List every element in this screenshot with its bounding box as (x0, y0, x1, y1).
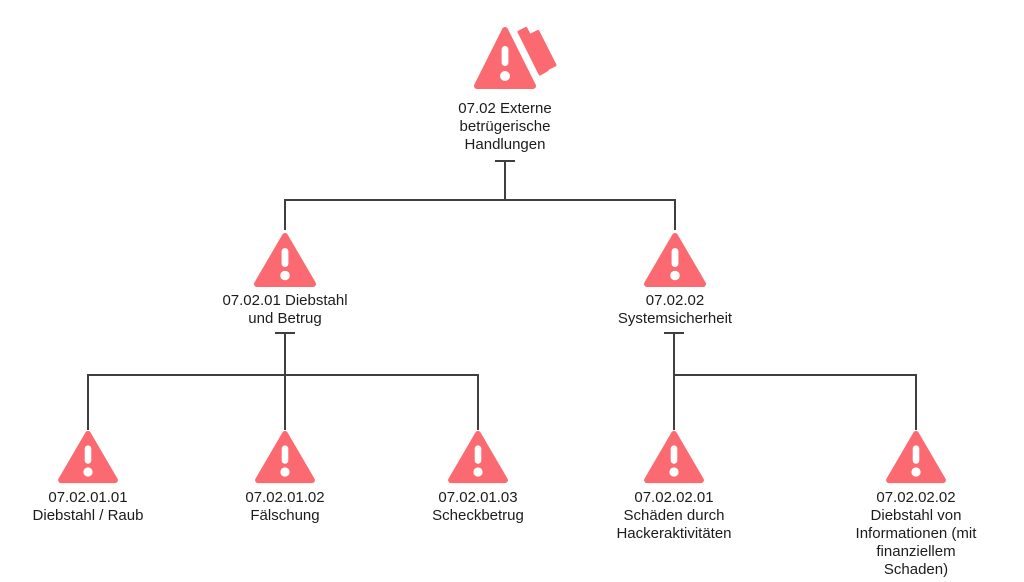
warning-triangle-icon (58, 430, 118, 484)
node-label: 07.02.01 Diebstahl und Betrug (222, 292, 348, 327)
warning-triangle-icon (644, 233, 706, 287)
connector-drop-07-02-02-02 (915, 374, 917, 430)
connector-drop-07-02-01-01 (87, 374, 89, 430)
warning-triangle-stack-icon (474, 27, 557, 89)
warning-triangle-icon (644, 430, 704, 484)
warning-triangle-icon (448, 430, 508, 484)
node-label: 07.02.01.01 Diebstahl / Raub (32, 489, 144, 524)
connector-drop-07-02-01 (284, 199, 286, 230)
node-label: 07.02 Externe betrügerische Handlungen (458, 100, 552, 153)
node-label: 07.02.01.02 Fälschung (245, 489, 325, 524)
connector-stem-07-02-01 (284, 332, 286, 430)
connector-crossbar-07-02-02 (673, 374, 917, 376)
connector-root-stem (504, 160, 506, 201)
node-label: 07.02.02.02 Diebstahl von Informationen … (855, 489, 977, 578)
connector-root-crossbar (284, 199, 676, 201)
warning-triangle-icon (886, 430, 946, 484)
warning-triangle-icon (255, 430, 315, 484)
node-label: 07.02.02.01 Schäden durch Hackeraktivitä… (616, 489, 732, 542)
connector-crossbar-07-02-01 (87, 374, 479, 376)
connector-stem-07-02-02 (673, 332, 675, 430)
connector-drop-07-02-01-03 (477, 374, 479, 430)
node-label: 07.02.02 Systemsicherheit (617, 292, 733, 327)
warning-triangle-icon (254, 233, 316, 287)
connector-drop-07-02-02 (674, 199, 676, 230)
node-label: 07.02.01.03 Scheckbetrug (432, 489, 524, 524)
